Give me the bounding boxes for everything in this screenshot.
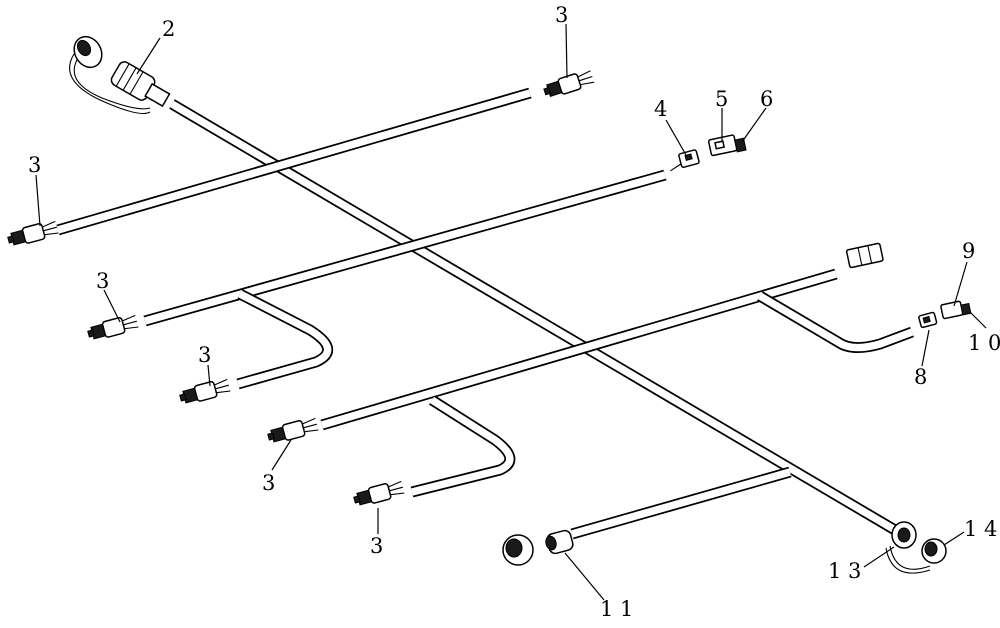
callout-11: 1 1 [600, 597, 633, 621]
callout-3-branch-upper: 3 [198, 343, 211, 367]
round-plug-11-icon [545, 529, 574, 555]
connector-block-icon [845, 242, 884, 269]
protective-cap-14-icon [921, 538, 947, 564]
connector-3-branch-lower-icon [351, 478, 406, 509]
callout-14: 1 4 [964, 517, 997, 541]
connector-10-icon [960, 302, 972, 316]
callout-8: 8 [914, 365, 927, 389]
connector-4-icon [670, 149, 700, 172]
callout-10: 1 0 [968, 331, 1000, 355]
round-plug-2-icon [69, 35, 171, 115]
connector-3-left-upper-icon [5, 218, 60, 249]
callout-9: 9 [962, 239, 975, 263]
leader-lines [35, 23, 987, 601]
connector-8-icon [918, 311, 938, 329]
harness-tubes [56, 87, 914, 540]
callout-3-top: 3 [555, 3, 568, 27]
callout-6: 6 [760, 87, 773, 111]
connector-5-icon [707, 134, 738, 157]
connector-9-icon [940, 300, 964, 320]
protective-cap-icon [502, 534, 534, 566]
callout-3-branch-lower: 3 [370, 534, 383, 558]
connector-3-left-mid-icon [85, 312, 140, 343]
callout-3-left-upper: 3 [28, 153, 41, 177]
callout-3-lower-left: 3 [262, 471, 275, 495]
callout-4: 4 [654, 97, 667, 121]
callout-3-left-mid: 3 [96, 269, 109, 293]
callout-2: 2 [162, 17, 175, 41]
connector-3-branch-upper-icon [177, 376, 232, 407]
connector-3-lower-left-icon [265, 415, 320, 446]
callout-5: 5 [715, 87, 728, 111]
callout-13: 1 3 [828, 559, 861, 583]
callout-labels: 2 3 3 3 3 3 3 4 5 6 8 9 1 0 1 1 1 3 1 4 [28, 3, 1000, 621]
round-plug-13-icon [885, 521, 931, 574]
connector-6-icon [734, 137, 747, 153]
connector-3-top-icon [541, 68, 596, 101]
